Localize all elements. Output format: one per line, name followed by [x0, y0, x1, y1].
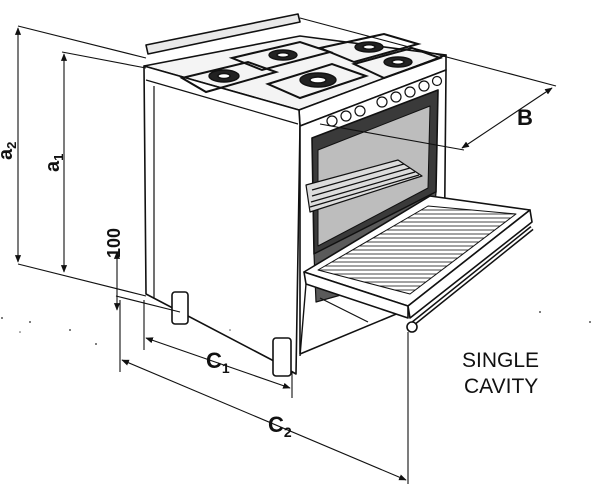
oven-rack — [305, 159, 423, 213]
label-c1: C1 — [206, 348, 230, 376]
label-a1: a1 — [42, 154, 66, 172]
dimension-lines — [14, 17, 557, 484]
label-100: 100 — [104, 228, 124, 258]
front-right-leg — [272, 337, 292, 377]
print-specks — [1, 311, 591, 345]
control-knobs — [326, 75, 443, 127]
dim-c2-line — [121, 359, 407, 481]
oven-door — [299, 195, 534, 357]
caption-line-2: CAVITY — [464, 375, 538, 398]
backsplash — [145, 13, 301, 55]
label-c2: C2 — [268, 412, 292, 440]
side-panel — [143, 65, 301, 375]
burner-grate — [179, 32, 443, 100]
oven-body — [143, 13, 447, 377]
caption-line-1: SINGLE — [462, 349, 539, 372]
label-b: B — [517, 105, 533, 130]
burners — [179, 32, 443, 100]
front-left-leg — [171, 291, 189, 325]
label-a2: a2 — [0, 142, 19, 160]
dim-b-line — [461, 87, 553, 149]
